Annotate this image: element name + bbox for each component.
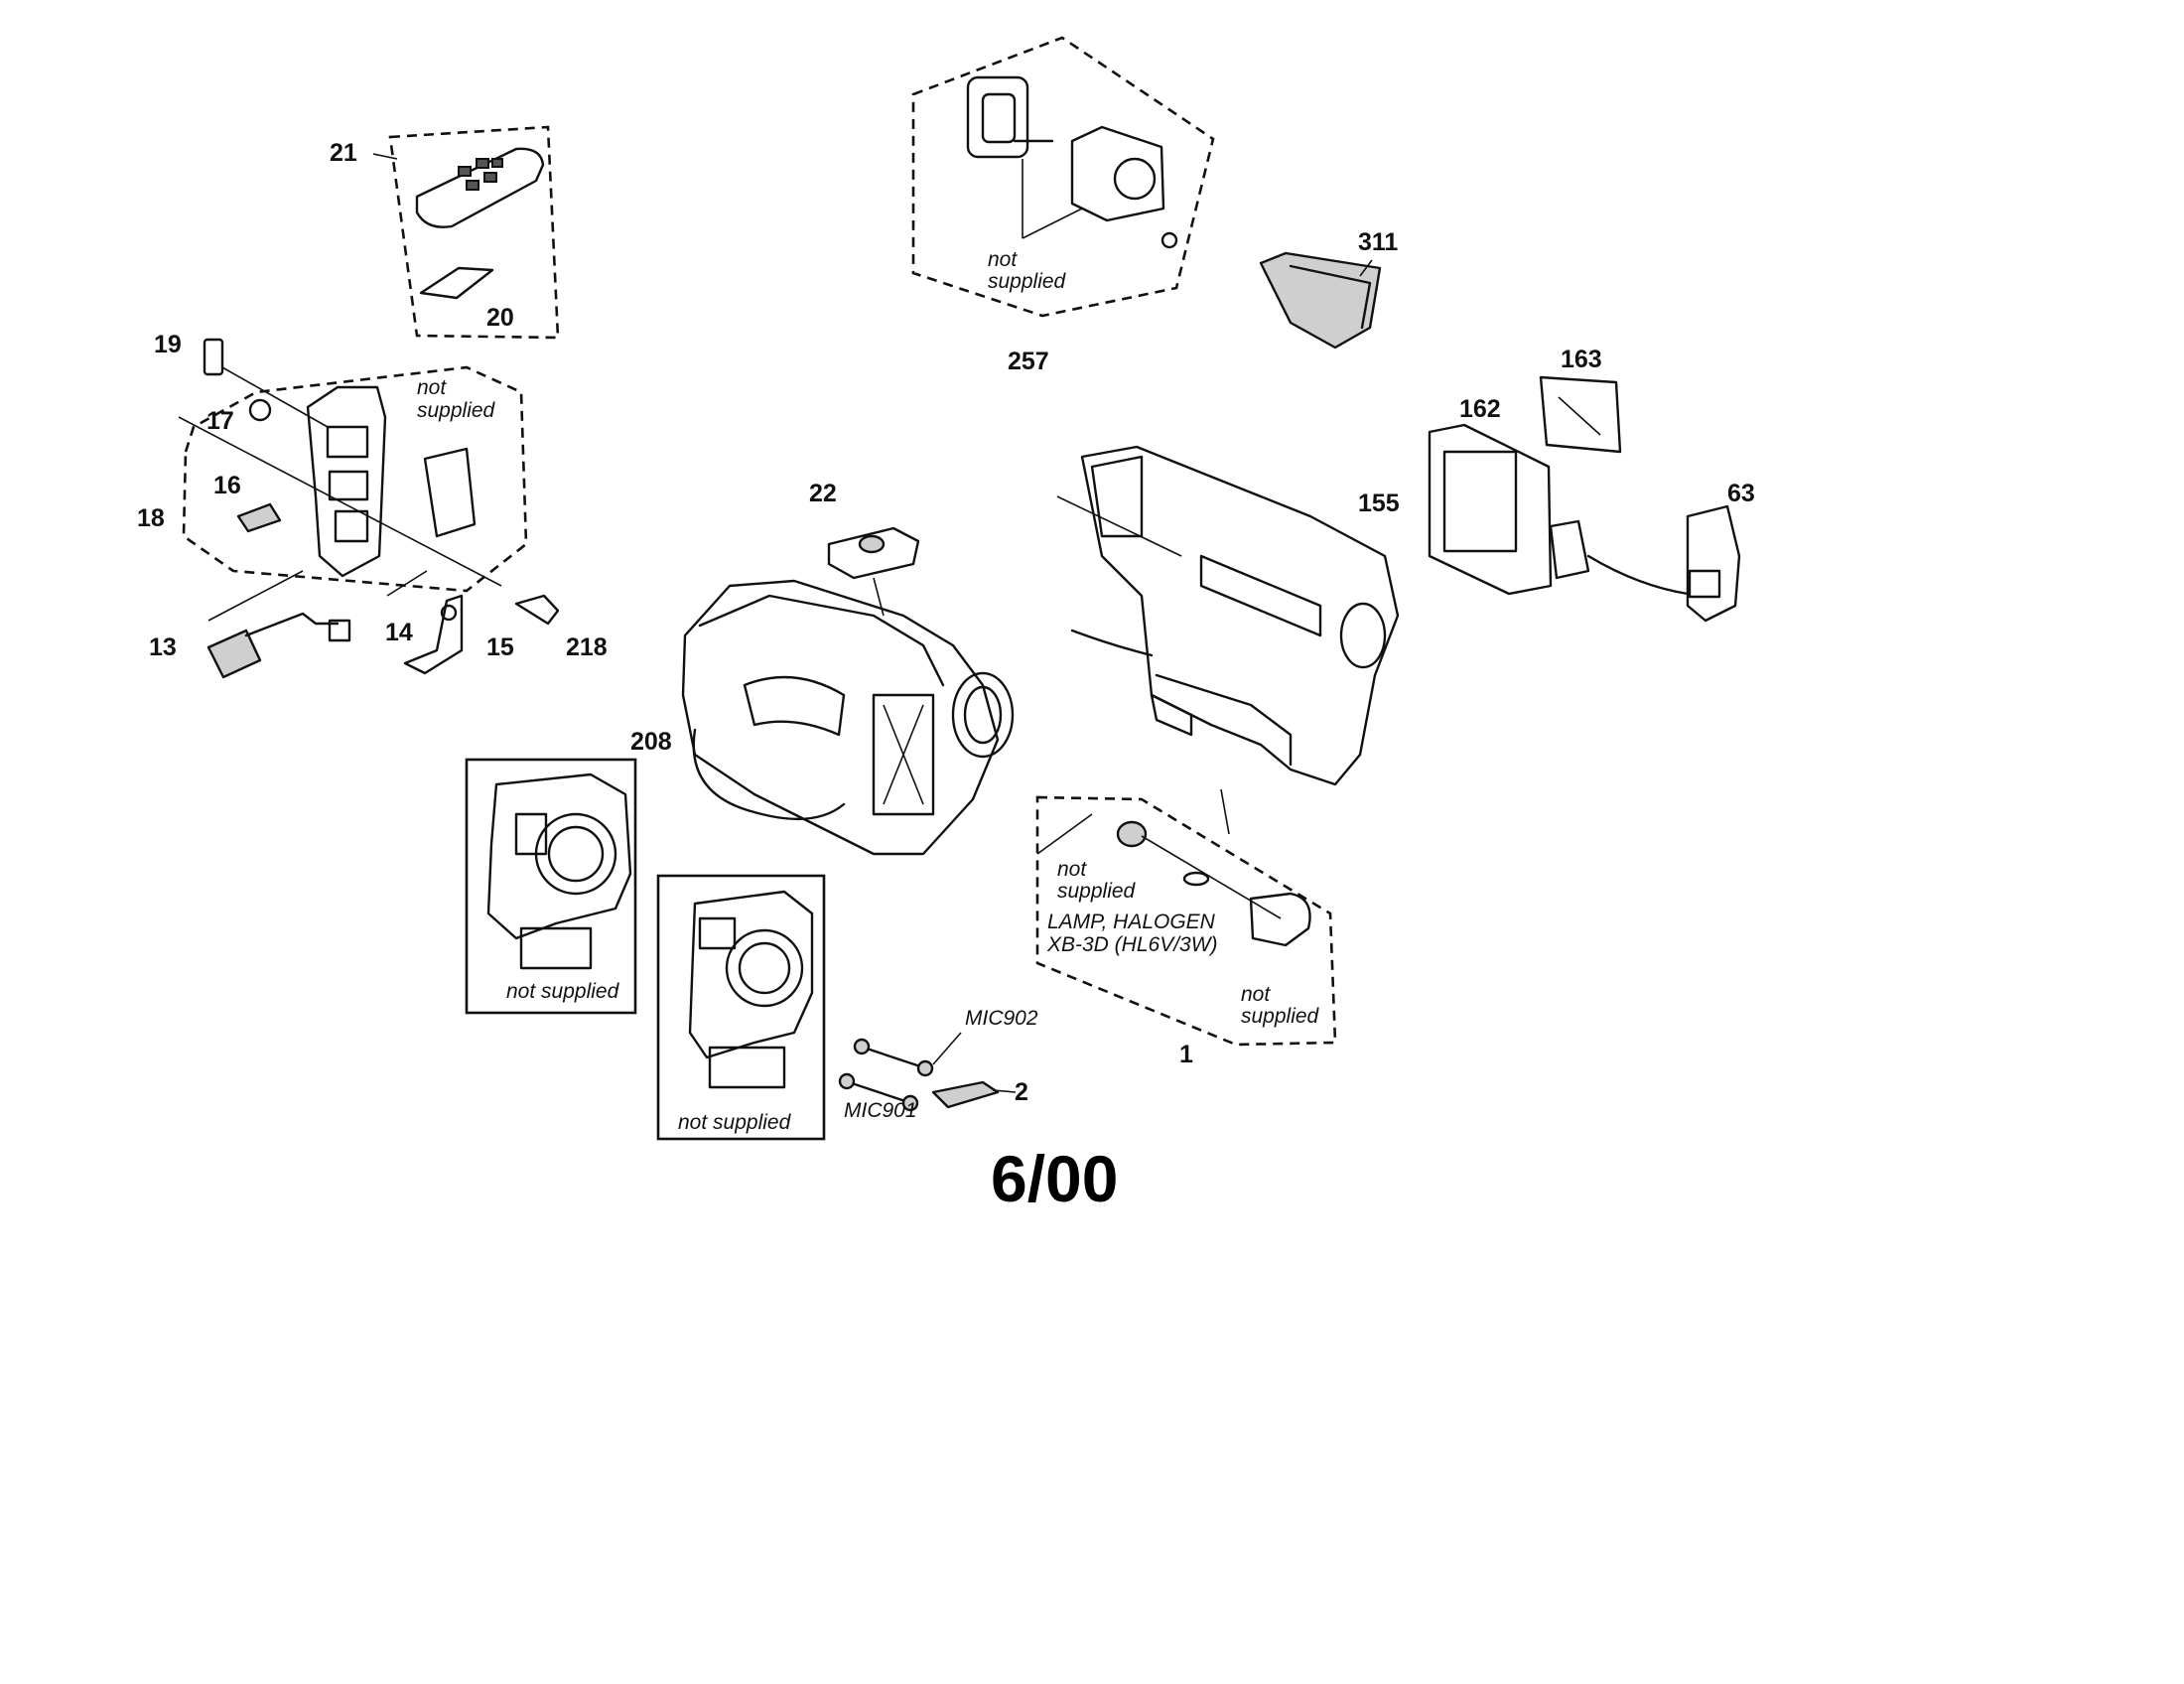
callout-257: 257	[1008, 348, 1049, 375]
date-code: 6/00	[991, 1142, 1118, 1215]
mic902-lead	[862, 1046, 925, 1069]
note-supplied-1b: supplied	[1241, 1005, 1320, 1028]
note-not-1b: not	[1241, 983, 1271, 1006]
note-not-supplied-box1: not supplied	[506, 980, 620, 1003]
note-supplied-1a: supplied	[1057, 880, 1137, 903]
note-supplied-18: supplied	[417, 399, 496, 422]
label-mic902: MIC902	[965, 1007, 1038, 1030]
callout-20: 20	[486, 304, 514, 332]
part-13	[206, 629, 262, 679]
lens-hood-ring-part	[966, 75, 1029, 159]
callout-22: 22	[809, 480, 837, 507]
callout-13: 13	[149, 633, 177, 661]
callout-21: 21	[330, 139, 357, 167]
screw-17-icon	[248, 398, 272, 422]
camcorder-body-part	[681, 579, 1000, 856]
remote-commander-group	[372, 125, 560, 340]
box-frame-2	[656, 874, 826, 1141]
note-not-257: not	[988, 248, 1018, 271]
callout-311: 311	[1358, 228, 1398, 256]
jack-frame-part	[306, 385, 387, 578]
screw-icon	[1160, 231, 1178, 249]
group-boundary-1	[1035, 795, 1337, 1047]
halogen-lamp-part	[1182, 871, 1210, 887]
jack-board-part	[423, 447, 477, 538]
battery-cover-part	[419, 266, 494, 300]
front-cabinet-box-1	[465, 758, 637, 1015]
front-cabinet-part-1	[486, 772, 632, 940]
callout-163: 163	[1561, 346, 1602, 373]
callout-218: 218	[566, 633, 608, 661]
hood-311-group	[1259, 251, 1382, 350]
jack-panel-group	[178, 338, 528, 593]
callout-155: 155	[1358, 490, 1400, 517]
lamp-label-line2: XB-3D (HL6V/3W)	[1046, 933, 1218, 956]
callout-208: 208	[630, 728, 672, 756]
rear-cabinet-group	[1056, 445, 1400, 835]
filter-adapter-part	[1070, 125, 1165, 222]
lcd-hinge-part-63	[1686, 504, 1741, 623]
lamp-group	[1035, 795, 1337, 1047]
remote-button-icon	[458, 166, 472, 177]
lcd-frame-part-162	[1428, 423, 1553, 596]
lcd-sheet-part-163	[1539, 375, 1622, 454]
callout-14: 14	[385, 619, 413, 646]
group-boundary-257	[911, 36, 1215, 318]
part-16	[236, 502, 282, 533]
lamp-socket-part	[1116, 820, 1148, 848]
part-19	[203, 338, 224, 376]
callout-17: 17	[206, 407, 234, 435]
rear-cabinet-part	[1080, 445, 1400, 786]
lower-left-parts	[206, 570, 560, 679]
camcorder-body-group	[681, 526, 1015, 856]
lamp-cover-part	[1249, 892, 1311, 947]
note-supplied-257: supplied	[988, 270, 1067, 293]
label-mic901: MIC901	[844, 1099, 917, 1122]
hood-311-part	[1259, 251, 1382, 350]
part-14	[403, 594, 464, 675]
remote-button-icon	[483, 172, 497, 183]
callout-2: 2	[1015, 1078, 1028, 1106]
note-not-18: not	[417, 376, 447, 399]
callout-1: 1	[1179, 1041, 1193, 1068]
microphone-group	[838, 1032, 1017, 1112]
remote-button-icon	[491, 158, 503, 168]
front-cabinet-box-2	[656, 874, 826, 1141]
callout-15: 15	[486, 633, 514, 661]
remote-button-icon	[476, 158, 489, 169]
front-cabinet-part-2	[688, 890, 814, 1059]
mic901-lead	[847, 1080, 910, 1104]
note-not-supplied-box2: not supplied	[678, 1111, 792, 1134]
lcd-panel-group	[1428, 375, 1741, 623]
part-15	[514, 594, 560, 626]
callout-63: 63	[1727, 480, 1755, 507]
lcd-screen	[1442, 450, 1518, 553]
remote-button-icon	[466, 180, 479, 191]
lamp-label-line1: LAMP, HALOGEN	[1047, 911, 1216, 933]
lens-hood-group	[911, 36, 1215, 318]
group-boundary-remote	[388, 125, 560, 340]
note-not-1a: not	[1057, 858, 1087, 881]
mic-holder-part-2	[931, 1080, 1000, 1109]
hand-strap-part	[692, 728, 846, 821]
callout-19: 19	[154, 331, 182, 358]
callout-162: 162	[1459, 395, 1501, 423]
part-22-button-panel	[827, 526, 920, 580]
callout-18: 18	[137, 504, 165, 532]
remote-commander-part	[415, 147, 545, 228]
group-boundary-18	[182, 365, 528, 593]
callout-16: 16	[213, 472, 241, 499]
box-frame-1	[465, 758, 637, 1015]
lens-barrel-part	[951, 671, 1015, 759]
